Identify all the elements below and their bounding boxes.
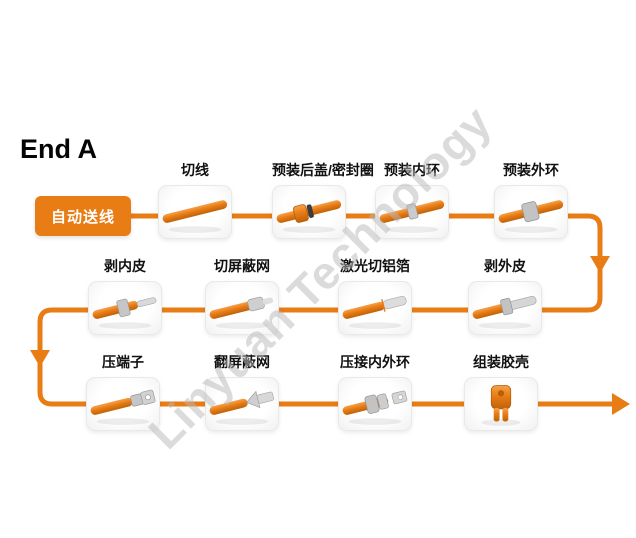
- step-label: 预装后盖/密封圈: [272, 162, 374, 178]
- step-strip-inner-sheath: 剥内皮: [88, 256, 162, 335]
- step-label: 组装胶壳: [473, 354, 529, 370]
- cut-shield-braid-icon: [206, 282, 278, 334]
- arrow-down-left-icon: [30, 350, 50, 367]
- step-card: [468, 281, 542, 335]
- step-card: [205, 377, 279, 431]
- rear-cover-seal-icon: [273, 186, 345, 238]
- step-preinstall-rear-cover-seal: 预装后盖/密封圈: [272, 160, 374, 239]
- step-preinstall-outer-ring: 预装外环: [494, 160, 568, 239]
- flow-arrow-path: [37, 213, 619, 407]
- step-label: 预装外环: [503, 162, 559, 178]
- inner-ring-icon: [376, 186, 448, 238]
- page-title: End A: [20, 134, 97, 164]
- connector-shell-icon: [465, 378, 537, 430]
- step-assemble-housing: 组装胶壳: [464, 352, 538, 431]
- step-label: 翻屏蔽网: [214, 354, 270, 370]
- step-card: [464, 377, 538, 431]
- cut-wire-icon: [159, 186, 231, 238]
- strip-inner-sheath-icon: [89, 282, 161, 334]
- auto-wire-feed-node: 自动送线: [35, 196, 131, 236]
- fold-shield-braid-icon: [206, 378, 278, 430]
- step-card: [205, 281, 279, 335]
- auto-wire-feed-label: 自动送线: [50, 208, 115, 226]
- step-label: 压端子: [102, 354, 144, 370]
- step-card: [158, 185, 232, 239]
- step-label: 剥内皮: [104, 258, 146, 274]
- step-preinstall-inner-ring: 预装内环: [375, 160, 449, 239]
- step-crimp-inner-outer-rings: 压接内外环: [338, 352, 412, 431]
- step-cut-wire: 切线: [158, 160, 232, 239]
- arrow-down-right-icon: [590, 256, 610, 273]
- arrow-end-right-icon: [612, 393, 630, 415]
- step-card: [494, 185, 568, 239]
- step-laser-cut-foil: 激光切铝箔: [338, 256, 412, 335]
- laser-cut-foil-icon: [339, 282, 411, 334]
- step-card: [375, 185, 449, 239]
- step-label: 预装内环: [384, 162, 440, 178]
- step-label: 剥外皮: [484, 258, 526, 274]
- step-label: 压接内外环: [340, 354, 410, 370]
- step-card: [338, 377, 412, 431]
- strip-outer-sheath-icon: [469, 282, 541, 334]
- outer-ring-icon: [495, 186, 567, 238]
- step-label: 切屏蔽网: [214, 258, 270, 274]
- step-crimp-terminal: 压端子: [86, 352, 160, 431]
- step-strip-outer-sheath: 剥外皮: [468, 256, 542, 335]
- step-card: [86, 377, 160, 431]
- step-label: 切线: [181, 162, 209, 178]
- step-card: [338, 281, 412, 335]
- step-card: [272, 185, 346, 239]
- step-fold-shield-braid: 翻屏蔽网: [205, 352, 279, 431]
- crimp-terminal-icon: [87, 378, 159, 430]
- step-card: [88, 281, 162, 335]
- step-cut-shield-braid: 切屏蔽网: [205, 256, 279, 335]
- step-label: 激光切铝箔: [340, 258, 410, 274]
- crimp-rings-icon: [339, 378, 411, 430]
